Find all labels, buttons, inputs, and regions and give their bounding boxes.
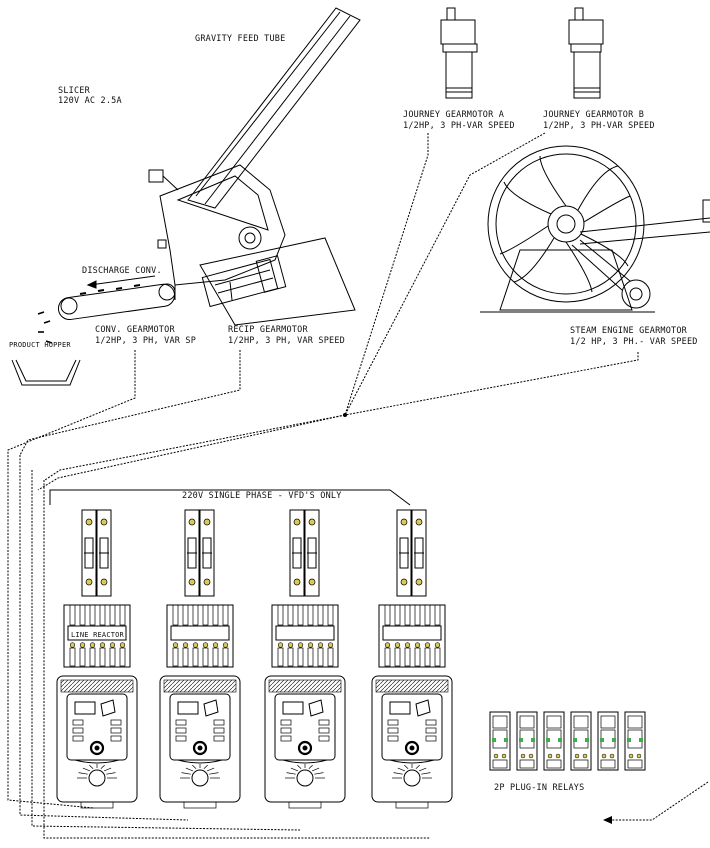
field-cables <box>7 132 639 491</box>
journey-gearmotor-a <box>440 7 478 99</box>
discharge-conv-label: DISCHARGE CONV. <box>82 266 162 276</box>
plug-in-relay <box>570 711 592 771</box>
relays-label: 2P PLUG-IN RELAYS <box>494 783 585 793</box>
plug-in-relay <box>597 711 619 771</box>
journey-b-rating: 1/2HP, 3 PH-VAR SPEED <box>543 121 655 131</box>
vfd-drive <box>56 675 138 809</box>
bus-cables <box>7 455 430 839</box>
slicer <box>148 164 356 326</box>
product-hopper-label: PRODUCT HOPPER <box>9 341 71 349</box>
steam-engine <box>480 145 710 313</box>
gravity-feed-tube <box>187 7 361 209</box>
journey-gearmotor-b <box>568 7 604 99</box>
discharge-conveyor <box>57 275 176 321</box>
power-bus <box>49 489 411 506</box>
gravity-feed-label: GRAVITY FEED TUBE <box>195 34 286 44</box>
recip-gearmotor-rating: 1/2HP, 3 PH, VAR SPEED <box>228 336 345 346</box>
conv-gearmotor-rating: 1/2HP, 3 PH, VAR SP <box>95 336 197 346</box>
line-reactor <box>63 604 131 668</box>
conv-gearmotor-label: CONV. GEARMOTOR <box>95 325 175 335</box>
junction-dot <box>343 413 347 417</box>
line-reactor <box>378 604 446 668</box>
recip-gearmotor-label: RECIP GEARMOTOR <box>228 325 308 335</box>
line-reactor <box>166 604 234 668</box>
cable-arrow-icon <box>603 816 612 824</box>
slicer-rating-label: 120V AC 2.5A <box>58 96 122 106</box>
line-reactor <box>271 604 339 668</box>
journey-a-rating: 1/2HP, 3 PH-VAR SPEED <box>403 121 515 131</box>
slicer-label: SLICER <box>58 86 90 96</box>
product-hopper <box>11 359 81 386</box>
vfd-drive <box>371 675 453 809</box>
plug-in-relay <box>543 711 565 771</box>
journey-a-label: JOURNEY GEARMOTOR A <box>403 110 505 120</box>
relay-row <box>489 711 646 771</box>
vfd-row <box>56 675 453 809</box>
power-supply-label: 220V SINGLE PHASE - VFD'S ONLY <box>182 491 342 501</box>
steam-engine-label: STEAM ENGINE GEARMOTOR <box>570 326 687 336</box>
line-reactor-label: LINE REACTOR <box>71 631 124 639</box>
breaker <box>81 509 112 597</box>
vfd-drive <box>264 675 346 809</box>
vfd-drive <box>159 675 241 809</box>
breaker <box>289 509 320 597</box>
plug-in-relay <box>624 711 646 771</box>
relay-cable <box>612 781 709 821</box>
plug-in-relay <box>516 711 538 771</box>
breaker <box>396 509 427 597</box>
falling-product <box>37 311 53 344</box>
steam-engine-rating: 1/2 HP, 3 PH.- VAR SPEED <box>570 337 698 347</box>
breaker-row <box>81 509 427 597</box>
plug-in-relay <box>489 711 511 771</box>
journey-b-label: JOURNEY GEARMOTOR B <box>543 110 645 120</box>
breaker <box>184 509 215 597</box>
line-reactor-row <box>63 604 446 668</box>
